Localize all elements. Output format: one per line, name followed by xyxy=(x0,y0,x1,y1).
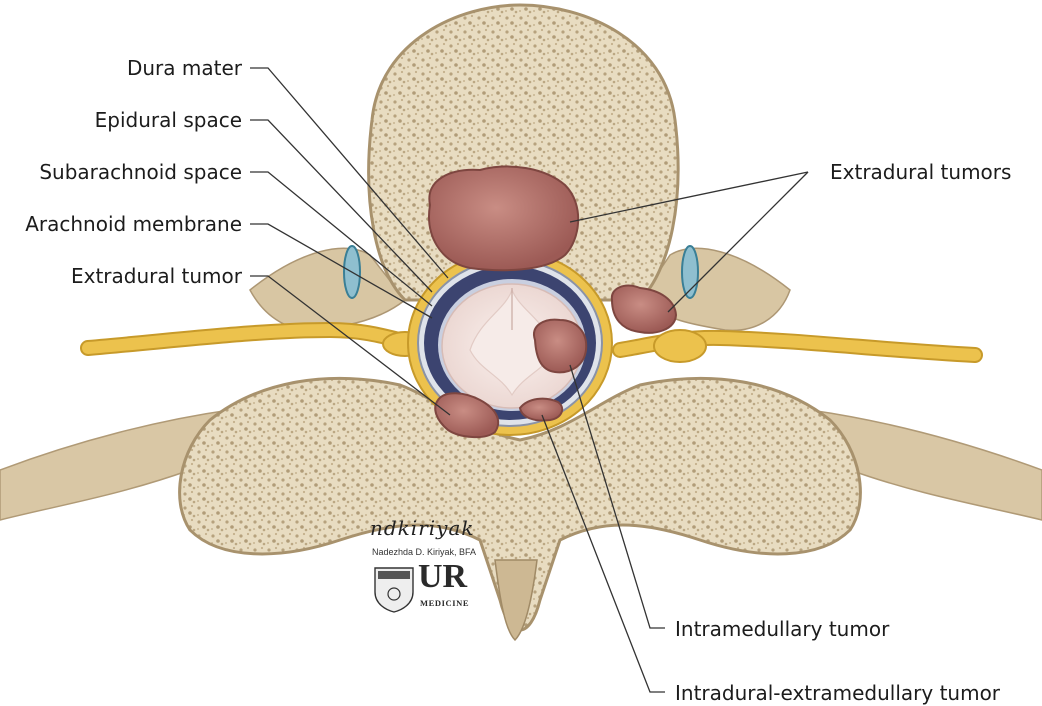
label-subarachnoid-space: Subarachnoid space xyxy=(39,160,242,184)
spinal-nerve-left xyxy=(80,321,428,357)
label-extradural-tumor: Extradural tumor xyxy=(70,264,242,288)
label-dura-mater: Dura mater xyxy=(126,56,242,80)
label-arachnoid-membrane: Arachnoid membrane xyxy=(25,212,242,236)
leader-lines xyxy=(250,67,809,693)
facet-joint-right xyxy=(681,245,699,299)
spinal-nerve-right xyxy=(612,329,983,363)
label-extradural-tumors: Extradural tumors xyxy=(830,160,1012,184)
artist-credit: Nadezhda D. Kiriyak, BFA xyxy=(372,547,477,557)
spinous-process xyxy=(494,559,538,642)
ur-medicine-shield-icon xyxy=(374,567,414,613)
ur-logo-subtext: MEDICINE xyxy=(420,598,470,608)
label-intramedullary-tumor: Intramedullary tumor xyxy=(675,617,890,641)
label-epidural-space: Epidural space xyxy=(94,108,242,132)
extradural-tumor-vertebral-body xyxy=(428,165,580,272)
ur-logo-text: UR xyxy=(418,558,468,595)
label-intradural-extramedullary-tumor: Intradural-extramedullary tumor xyxy=(675,681,1001,705)
intramedullary-tumor-shape xyxy=(533,318,588,374)
intradural-extramedullary-tumor-shape xyxy=(518,397,564,422)
extradural-tumor-right xyxy=(610,284,678,334)
extradural-tumor-left xyxy=(434,392,500,438)
artist-signature: ndkiriyak xyxy=(370,516,475,540)
